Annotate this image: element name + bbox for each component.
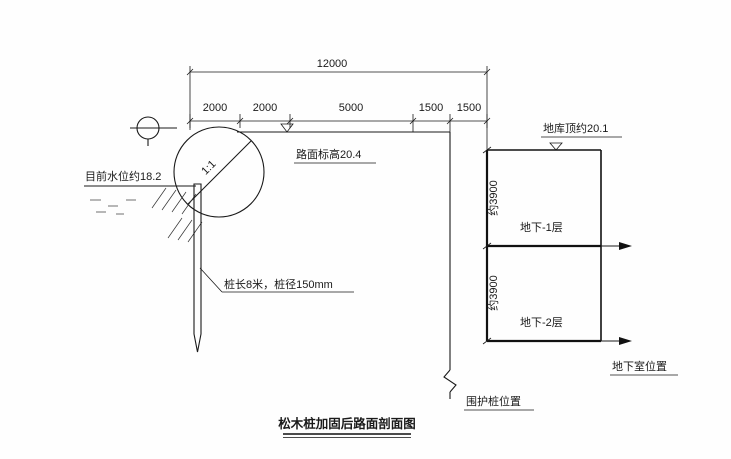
depth-b1-label: 约3900 [487,180,500,215]
dim-seg2-label: 2000 [253,102,277,114]
elevation-mark-road [280,123,294,133]
slope-ratio-label: 1:1 [199,158,218,177]
dimension-total: 12000 [186,58,491,150]
dimension-segments: 2000 2000 5000 1500 1500 [186,102,491,132]
benchmark-symbol [130,116,177,146]
pile-note: 桩长8米，桩径150mm [199,267,354,293]
dim-seg3-label: 5000 [339,102,363,114]
water-level: 目前水位约18.2 [84,169,203,243]
dim-total-label: 12000 [317,58,348,70]
dim-seg4-label: 1500 [419,102,443,114]
enclosure-pile-label: 围护桩位置 [466,394,521,408]
road-surface: 路面标高20.4 [237,123,450,164]
depth-b2-label: 约3900 [487,275,500,310]
garage-roof-label: 地库顶约20.1 [543,122,608,135]
basement-level2-label: 地下-2层 [520,316,563,329]
floor2-arrow [619,337,632,345]
basement-structure: 地库顶约20.1 约3900 约3900 地下-1层 地下-2层 地下室位置 [482,122,678,376]
timber-pile [193,183,202,353]
basement-position-label: 地下室位置 [612,359,667,373]
basement-level1-label: 地下-1层 [520,221,563,234]
pile-note-label: 桩长8米，桩径150mm [224,277,333,291]
title-label: 松木桩加固后路面剖面图 [278,416,416,431]
road-elevation-label: 路面标高20.4 [296,147,361,161]
water-level-label: 目前水位约18.2 [85,169,161,183]
elevation-mark-garage [549,142,563,151]
floor1-arrow [619,242,632,250]
dim-seg5-label: 1500 [457,102,481,114]
drawing-title: 松木桩加固后路面剖面图 [278,416,416,438]
dim-seg1-label: 2000 [203,102,227,114]
enclosure-pile-line: 围护桩位置 [443,132,534,411]
slope-detail-circle: 1:1 [173,126,265,218]
